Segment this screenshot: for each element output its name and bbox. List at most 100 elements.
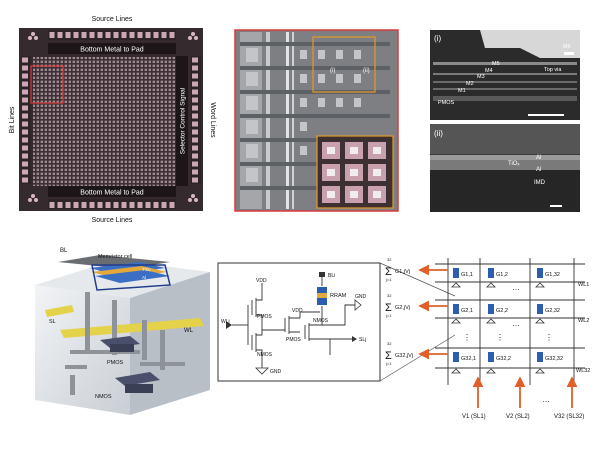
sem-i-label-topvia: Top via [544, 67, 562, 73]
circuit-label-gnd-right: GND [355, 294, 367, 300]
sem-i-label-m4: M4 [485, 68, 493, 74]
chip-right-label: Word Lines [209, 102, 216, 138]
array-dots-v-3: ⋮ [545, 333, 553, 342]
sem-ii-panel: (ii) Al TiOₓ Al IMD [430, 124, 580, 212]
circuit-panel: VDD VDD BLi RRAM GND SLj WLi PMOS PMOS N… [217, 262, 456, 382]
svg-text:G32,jVj: G32,jVj [395, 353, 413, 359]
array-dots-h-1: … [512, 283, 520, 292]
sem-i-label-m5: M5 [492, 61, 500, 67]
svg-text:G1,jVj: G1,jVj [395, 269, 410, 275]
cell-g3232: G32,32 [545, 356, 563, 362]
zoom-cells [246, 48, 361, 182]
svg-text:Σ: Σ [385, 302, 392, 314]
sem-i-label-m3: M3 [477, 74, 485, 80]
sem-ii-label-tiox: TiOₓ [508, 161, 519, 167]
circuit-label-pmos1: PMOS [257, 314, 272, 320]
v-label-32: V32 (SL32) [554, 414, 584, 420]
3d-label-memristor: Memristor cell [98, 254, 132, 260]
sem-i-label-m1: M1 [458, 88, 466, 94]
cell-g132: G1,32 [545, 272, 560, 278]
svg-text:Σ: Σ [385, 350, 392, 362]
sem-i-panel: (i) M6 M5 M4 M3 M2 M1 PMOS Top via [430, 30, 580, 120]
3d-label-al: Al [142, 275, 146, 280]
sem-i-tag: (i) [434, 34, 441, 43]
svg-text:G2,jVj: G2,jVj [395, 305, 410, 311]
bottom-metal-bar-label: Bottom Metal to Pad [80, 190, 144, 197]
chip-panel: Source Lines Bottom Metal to Pad Bottom … [9, 16, 216, 224]
sem-ii-label-al-bottom: Al [536, 167, 541, 173]
circuit-label-bl: BLi [328, 273, 335, 279]
sem-ii-label-al-top: Al [536, 155, 541, 161]
array-dots-v-1: ⋮ [463, 333, 471, 342]
sum-3: Σ 32 j=1 G32,jVj [385, 341, 413, 366]
circuit-label-gnd-bottom: GND [270, 369, 282, 375]
chip-top-label: Source Lines [92, 16, 133, 23]
zoom-marker-ii: (ii) [363, 68, 370, 74]
3d-wl-bar [60, 318, 204, 338]
crossbar-array [33, 57, 175, 186]
3d-label-pmos: PMOS [107, 360, 124, 366]
circuit-label-wl: WLi [221, 319, 230, 325]
sem-ii-label-imd: IMD [534, 180, 546, 186]
v-label-2: V2 (SL2) [506, 414, 530, 420]
selector-bar-label: Selector Control Signal [180, 87, 187, 154]
circuit-label-nmos1: NMOS [257, 352, 273, 358]
array-panel: G1,1 G1,2 G1,32 G2,1 G2,2 G2,32 G32,1 G3… [385, 257, 590, 420]
3d-label-nmos: NMOS [95, 394, 112, 400]
zoom-marker-i: (i) [330, 68, 335, 74]
wl-label-32: WL32 [576, 368, 590, 374]
cell-g22: G2,2 [496, 308, 508, 314]
3d-memristor-cell [91, 264, 171, 291]
top-metal-bar [48, 43, 176, 54]
sum-2: Σ 32 j=1 G2,jVj [385, 293, 410, 318]
3d-label-wl: WL [184, 328, 194, 334]
cell-g21: G2,1 [461, 308, 473, 314]
sum-1: Σ 32 j=1 G1,jVj [385, 257, 410, 282]
svg-text:j=1: j=1 [385, 277, 392, 282]
3d-label-sl: SL [49, 319, 56, 325]
svg-text:32: 32 [387, 293, 392, 298]
array-cells [451, 268, 545, 374]
wl-label-1: WL1 [578, 282, 589, 288]
circuit-label-vdd1: VDD [256, 278, 267, 284]
zoom-orange-box [312, 36, 376, 93]
zoom-panel: (i) (ii) [234, 29, 399, 212]
v-label-1: V1 (SL1) [462, 414, 486, 420]
inset-cells [322, 142, 386, 203]
cell-g321: G32,1 [461, 356, 476, 362]
cell-g12: G1,2 [496, 272, 508, 278]
structure-3d-panel: BL Memristor cell TiOₓ Al WL SL PMOS NMO… [35, 248, 210, 415]
cell-g232: G2,32 [545, 308, 560, 314]
array-dots-v-2: ⋮ [496, 333, 504, 342]
3d-label-bl: BL [60, 248, 68, 254]
chip-left-label: Bit Lines [9, 106, 16, 133]
circuit-label-rram: RRAM [330, 293, 347, 299]
sem-i-label-pmos: PMOS [438, 100, 455, 106]
sem-ii-tag: (ii) [434, 129, 443, 138]
circuit-label-sl: SLj [359, 337, 366, 343]
svg-text:Σ: Σ [385, 266, 392, 278]
chip-pads-left [21, 56, 31, 184]
sem-i-label-m2: M2 [466, 81, 474, 87]
svg-text:j=1: j=1 [385, 361, 392, 366]
chip-bottom-label: Source Lines [92, 217, 133, 224]
chip-pads-top [48, 30, 176, 40]
svg-text:j=1: j=1 [385, 313, 392, 318]
zoom-highlight [30, 65, 64, 104]
array-dots-bottom: … [542, 395, 550, 404]
chip-pads-right [191, 56, 201, 184]
array-dots-h-2: … [512, 319, 520, 328]
3d-nmos [115, 372, 160, 386]
sem-i-label-m6: M6 [563, 44, 571, 50]
bottom-metal-bar [48, 186, 176, 197]
circuit-label-vdd2: VDD [292, 308, 303, 314]
circuit-label-pmos2: PMOS [286, 337, 301, 343]
cell-g11: G1,1 [461, 272, 473, 278]
3d-label-tiox: TiOₓ [142, 267, 151, 272]
top-metal-bar-label: Bottom Metal to Pad [80, 47, 144, 54]
corner-marks [28, 32, 198, 202]
svg-text:32: 32 [387, 341, 392, 346]
chip-pads-bottom [48, 199, 176, 209]
circuit-zoom-lines [379, 262, 456, 382]
cell-g322: G32,2 [496, 356, 511, 362]
